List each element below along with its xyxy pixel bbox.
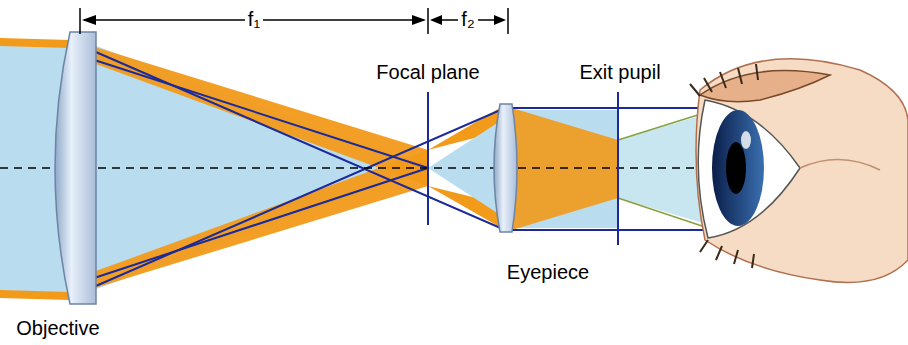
part-label: Objective xyxy=(16,318,99,338)
focal-plane-line xyxy=(427,92,429,225)
part-label: Exit pupil xyxy=(579,62,660,82)
part-label: Focal plane xyxy=(376,62,479,82)
eye-illustration xyxy=(690,59,908,283)
objective-lens xyxy=(55,32,96,304)
exit-beam xyxy=(512,108,618,230)
dimension-label: f₂ xyxy=(458,9,477,29)
off-axis-beam xyxy=(85,150,428,291)
dimension-label: f₁ xyxy=(245,9,263,29)
off-axis-ray xyxy=(0,38,70,48)
exit-pupil-line xyxy=(617,92,619,245)
dimension-line xyxy=(80,8,508,34)
ray-lines xyxy=(82,46,720,292)
off-axis-ray xyxy=(0,290,70,300)
part-label: Eyepiece xyxy=(507,262,589,282)
eyepiece-lens xyxy=(494,104,517,232)
